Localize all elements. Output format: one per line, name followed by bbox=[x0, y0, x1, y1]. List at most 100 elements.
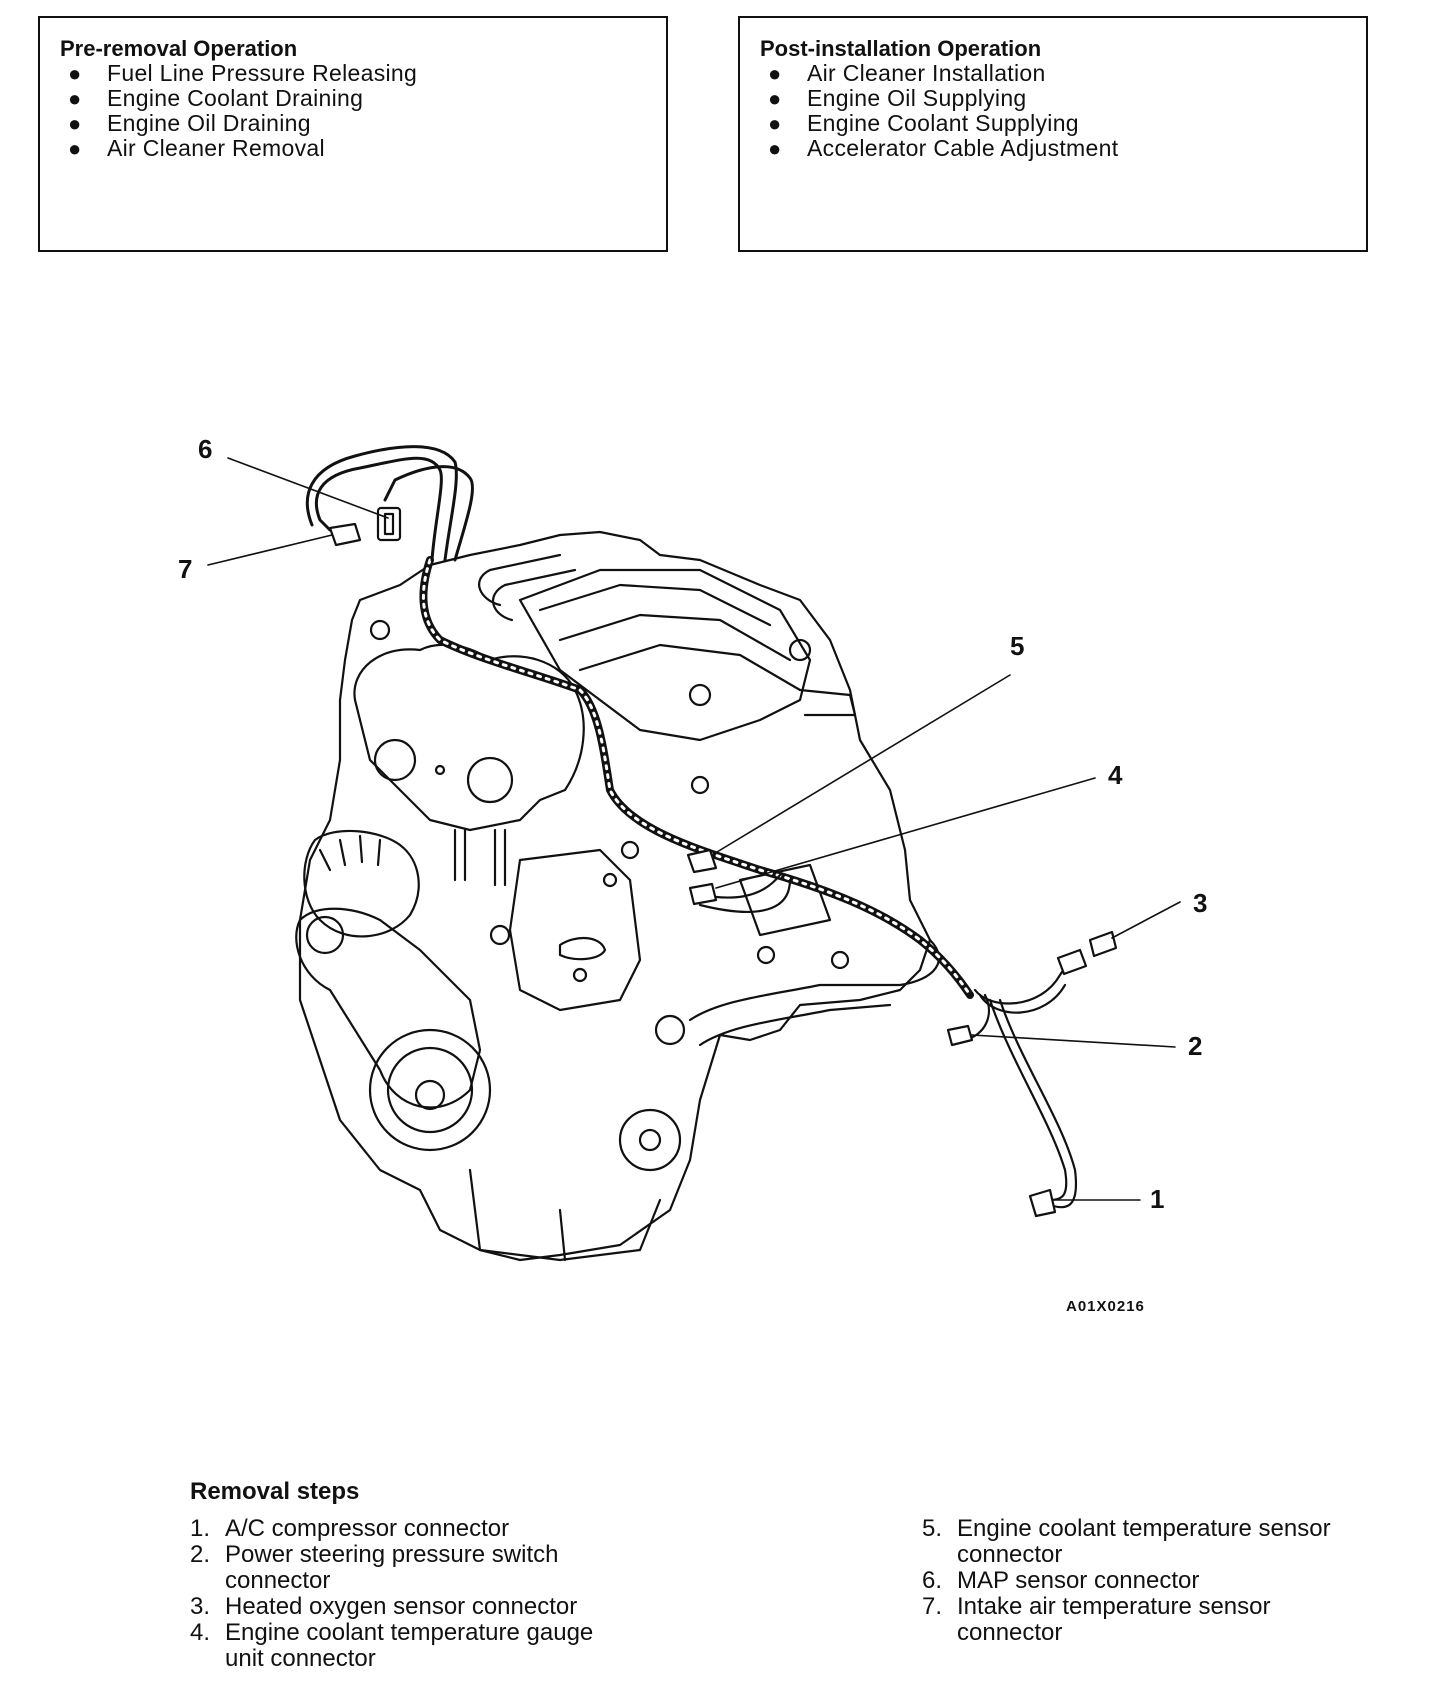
hose-fitting bbox=[654, 1014, 686, 1046]
coolant-hose bbox=[688, 938, 941, 1022]
bullet-icon: ● bbox=[68, 136, 82, 161]
valve-cover-ridge bbox=[538, 583, 772, 627]
bolt bbox=[434, 764, 446, 776]
harness-branch-3 bbox=[978, 983, 1067, 1014]
bullet-icon: ● bbox=[768, 86, 782, 111]
callout-numbers: 1 2 3 4 5 6 7 bbox=[178, 434, 1207, 1214]
coolant-hose bbox=[698, 1003, 892, 1047]
bullet-icon: ● bbox=[768, 111, 782, 136]
bullet-icon: ● bbox=[768, 61, 782, 86]
timing-belt-cover bbox=[353, 643, 585, 832]
list-item: ●Engine Oil Supplying bbox=[768, 85, 1027, 112]
bolt bbox=[688, 683, 712, 707]
connector-7 bbox=[328, 522, 362, 547]
list-item: ●Engine Coolant Draining bbox=[68, 85, 364, 112]
pump-hub bbox=[638, 1128, 662, 1152]
valve-cover-ridge bbox=[578, 643, 802, 692]
bullet-icon: ● bbox=[68, 86, 82, 111]
list-item: ●Engine Coolant Supplying bbox=[768, 110, 1079, 137]
connector-3 bbox=[1056, 948, 1088, 976]
callout-1: 1 bbox=[1150, 1184, 1164, 1214]
harness-branch-5 bbox=[698, 878, 792, 913]
harness-branch-1 bbox=[998, 998, 1078, 1209]
removal-steps-left: 1. A/C compressor connector 2. Power ste… bbox=[190, 1516, 710, 1672]
connector-3-mate bbox=[1088, 930, 1118, 958]
callout-5: 5 bbox=[1010, 631, 1024, 661]
harness-loop bbox=[383, 465, 474, 562]
callout-3: 3 bbox=[1193, 888, 1207, 918]
bolt bbox=[489, 924, 511, 946]
list-item: 4. Engine coolant temperature gauge unit… bbox=[190, 1619, 594, 1672]
intake-runner bbox=[798, 688, 857, 717]
drive-belt bbox=[295, 907, 482, 1109]
connector-1 bbox=[1028, 1188, 1057, 1218]
pre-removal-list: ●Fuel Line Pressure Releasing ●Engine Co… bbox=[60, 60, 646, 162]
callout-2: 2 bbox=[1188, 1031, 1202, 1061]
post-installation-box: Post-installation Operation ●Air Cleaner… bbox=[738, 16, 1368, 252]
bolt bbox=[602, 872, 618, 888]
pre-removal-box: Pre-removal Operation ●Fuel Line Pressur… bbox=[38, 16, 668, 252]
oil-pan-rib bbox=[558, 1208, 567, 1262]
oil-pan bbox=[468, 1168, 662, 1262]
crank-bolt bbox=[414, 1079, 446, 1111]
bolt bbox=[830, 950, 850, 970]
connector-2 bbox=[946, 1024, 974, 1047]
post-installation-title: Post-installation Operation bbox=[760, 36, 1042, 61]
post-installation-list: ●Air Cleaner Installation ●Engine Oil Su… bbox=[760, 60, 1346, 162]
pre-removal-title: Pre-removal Operation bbox=[60, 36, 298, 61]
connector-6-latch bbox=[383, 512, 395, 536]
bolt bbox=[369, 619, 391, 641]
wiring-harness bbox=[305, 445, 1078, 1209]
cam-pulley-hole bbox=[466, 756, 514, 804]
leader-line-6 bbox=[227, 457, 389, 519]
list-item: 7. Intake air temperature sensor connect… bbox=[922, 1593, 1271, 1646]
intake-runner bbox=[492, 568, 577, 622]
list-item: 5. Engine coolant temperature sensor con… bbox=[922, 1515, 1331, 1568]
crank-pulley bbox=[368, 1028, 492, 1152]
engine-mount-bracket bbox=[508, 848, 642, 1012]
list-item: ●Fuel Line Pressure Releasing bbox=[68, 60, 418, 87]
crank-pulley-inner bbox=[386, 1046, 474, 1134]
bullet-icon: ● bbox=[768, 136, 782, 161]
leader-line-2 bbox=[971, 1034, 1176, 1048]
bolt bbox=[620, 840, 640, 860]
alternator-fins bbox=[318, 834, 382, 872]
valve-cover-ridge bbox=[558, 613, 792, 662]
leader-line-5 bbox=[711, 674, 1011, 856]
intake-runner bbox=[478, 553, 562, 607]
engine-harness-diagram: 1 2 3 4 5 6 7 bbox=[178, 434, 1207, 1262]
harness-loop bbox=[305, 445, 458, 562]
cam-pulley-hole bbox=[373, 738, 417, 782]
removal-steps-right: 5. Engine coolant temperature sensor con… bbox=[922, 1516, 1422, 1646]
leader-line-4 bbox=[715, 777, 1096, 889]
leader-line-7 bbox=[207, 534, 333, 566]
engine-outline bbox=[298, 530, 932, 1262]
leader-line-3 bbox=[1111, 901, 1181, 939]
list-item: 1. A/C compressor connector bbox=[190, 1515, 510, 1542]
callout-4: 4 bbox=[1108, 760, 1123, 790]
bolt bbox=[788, 638, 812, 662]
list-item: ●Air Cleaner Removal bbox=[68, 135, 325, 162]
removal-steps-title: Removal steps bbox=[190, 1478, 360, 1505]
list-item: 6. MAP sensor connector bbox=[922, 1567, 1200, 1594]
list-item: 3. Heated oxygen sensor connector bbox=[190, 1593, 578, 1620]
valve-cover bbox=[518, 568, 812, 742]
pump-pulley bbox=[618, 1108, 682, 1172]
bullet-icon: ● bbox=[68, 61, 82, 86]
bullet-icon: ● bbox=[68, 111, 82, 136]
callout-7: 7 bbox=[178, 554, 192, 584]
leader-lines bbox=[207, 457, 1181, 1201]
dipstick-tube bbox=[493, 828, 507, 887]
connectors bbox=[328, 506, 1118, 1218]
list-item: ●Air Cleaner Installation bbox=[768, 60, 1046, 87]
alternator bbox=[303, 829, 420, 938]
harness-branch-1 bbox=[988, 998, 1068, 1202]
list-item: ●Accelerator Cable Adjustment bbox=[768, 135, 1119, 162]
list-item: ●Engine Oil Draining bbox=[68, 110, 311, 137]
idler-pulley bbox=[305, 915, 345, 955]
bolt bbox=[690, 775, 710, 795]
connector-4 bbox=[688, 882, 718, 906]
connector-5 bbox=[686, 848, 718, 874]
bolt bbox=[572, 967, 588, 983]
callout-6: 6 bbox=[198, 434, 212, 464]
